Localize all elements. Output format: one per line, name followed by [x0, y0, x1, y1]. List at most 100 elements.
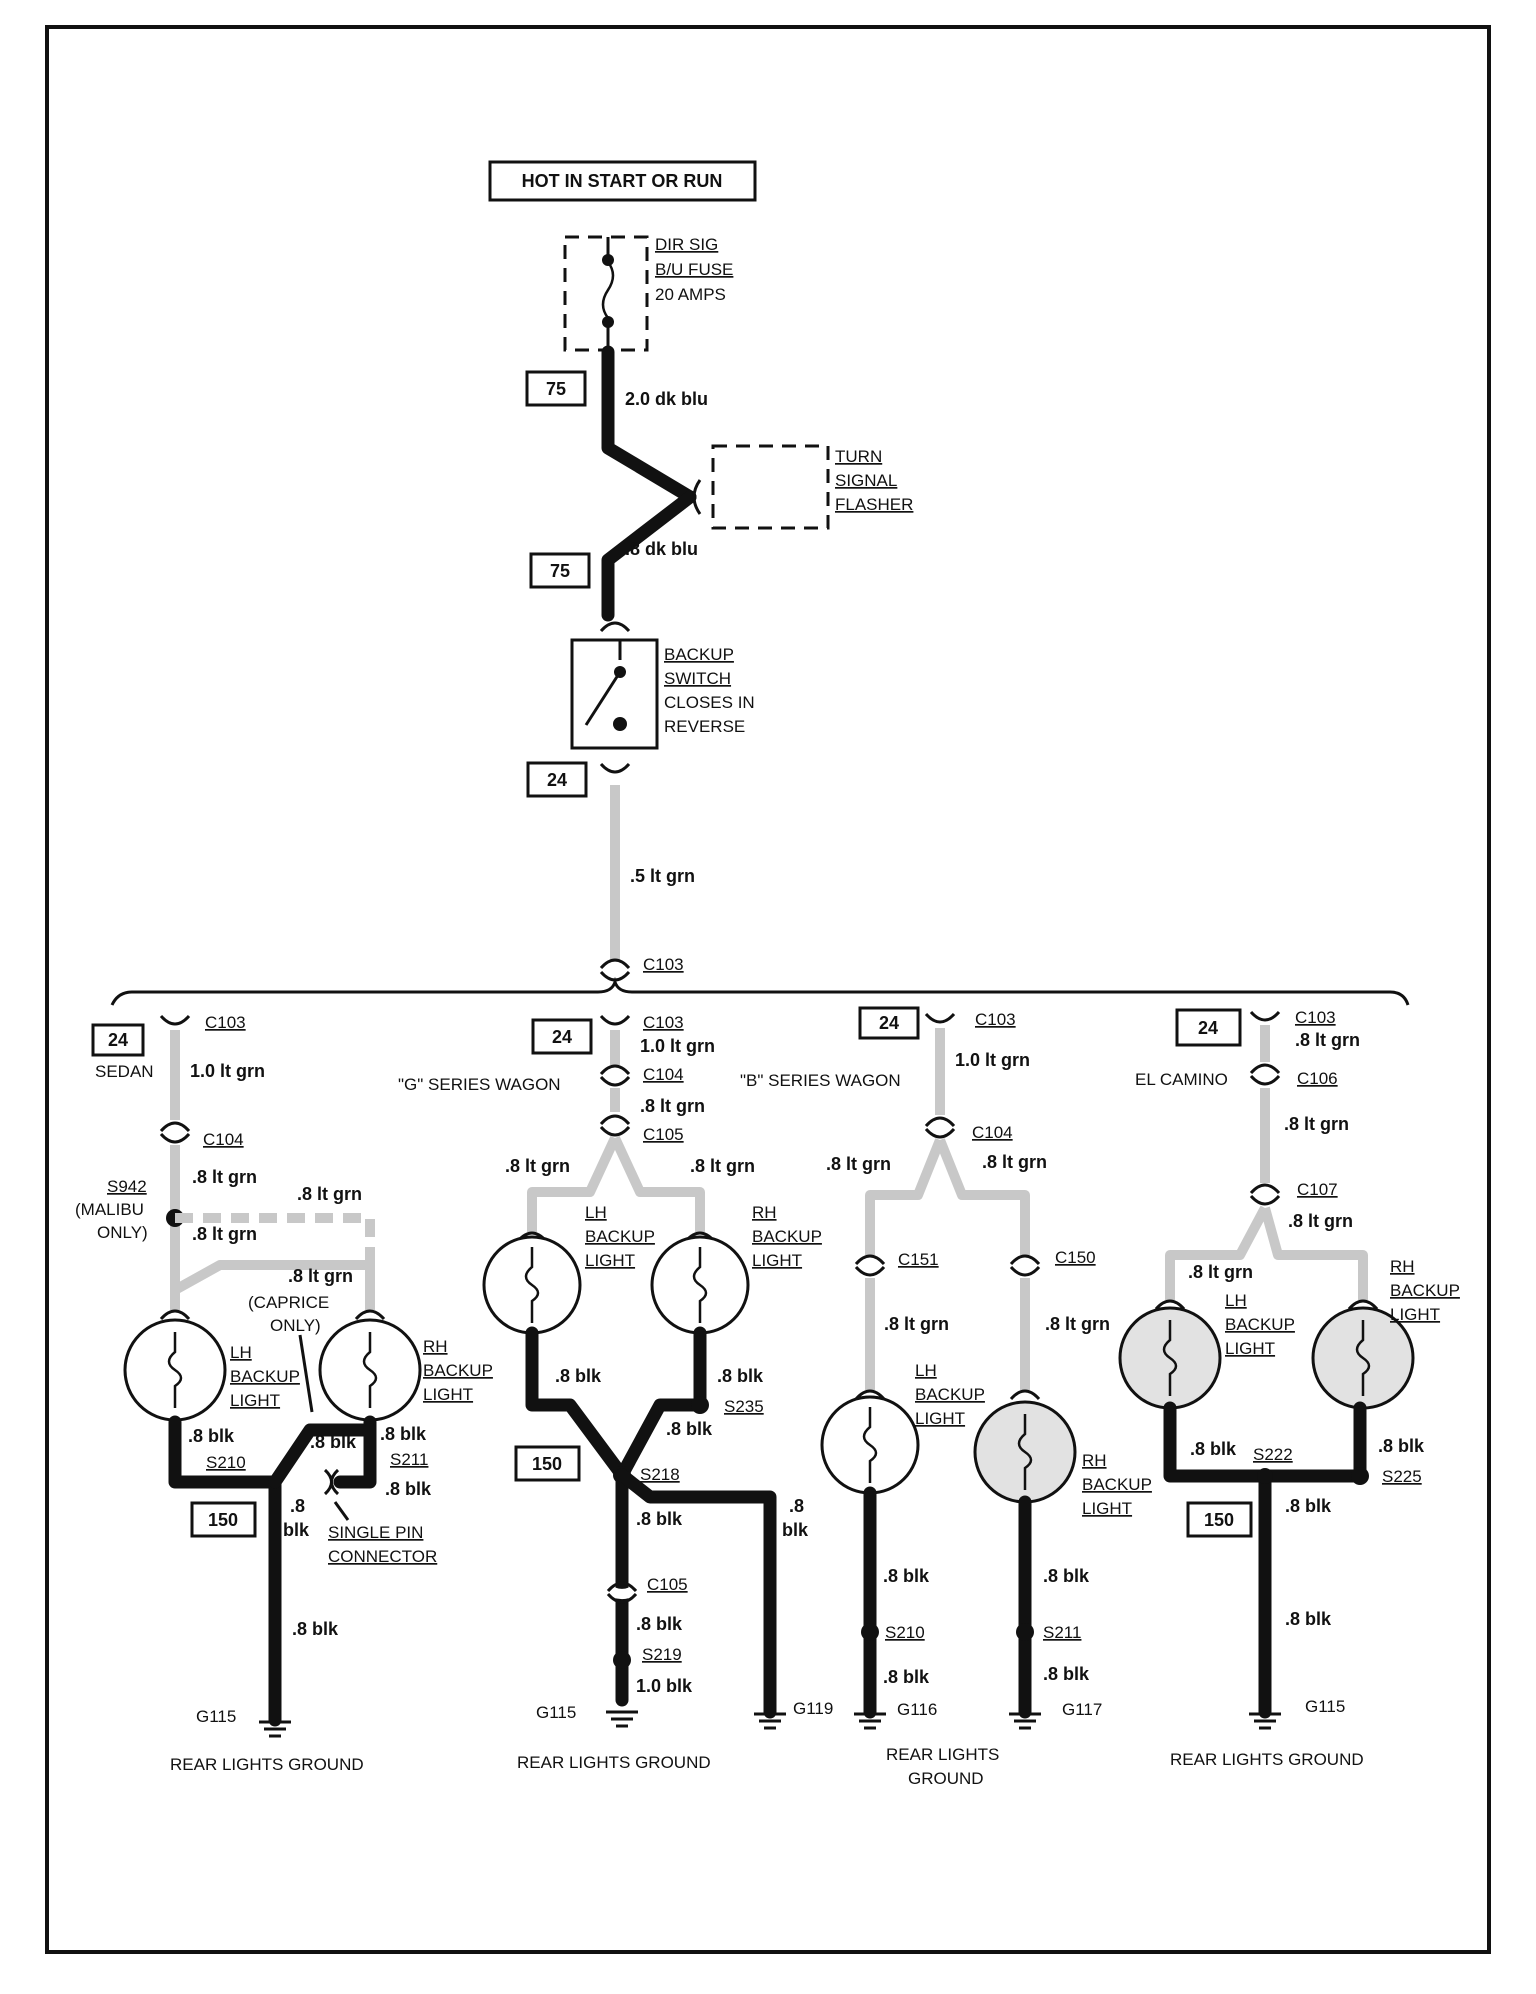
svg-text:S211: S211 [1043, 1623, 1081, 1642]
svg-text:G116: G116 [897, 1700, 937, 1719]
svg-text:.8 lt grn: .8 lt grn [192, 1167, 257, 1187]
svg-text:blk: blk [782, 1520, 809, 1540]
svg-text:BACKUP: BACKUP [1390, 1281, 1460, 1300]
flasher-label-3: FLASHER [835, 495, 913, 514]
svg-text:.8 blk: .8 blk [636, 1614, 683, 1634]
svg-text:C107: C107 [1297, 1180, 1338, 1199]
svg-text:.8 lt grn: .8 lt grn [1045, 1314, 1110, 1334]
svg-text:S218: S218 [640, 1465, 680, 1484]
svg-text:G119: G119 [793, 1699, 833, 1718]
svg-text:BACKUP: BACKUP [423, 1361, 493, 1380]
svg-text:.8 blk: .8 blk [1043, 1566, 1090, 1586]
svg-text:.8 blk: .8 blk [385, 1479, 432, 1499]
svg-text:.8 blk: .8 blk [1190, 1439, 1237, 1459]
page-ref-24-main [526, 761, 588, 798]
svg-text:RH: RH [423, 1337, 448, 1356]
connector-c103-main: C103 [643, 955, 684, 974]
switch-label-4: REVERSE [664, 717, 745, 736]
wire-label-0-5-lt-grn: .5 lt grn [630, 866, 695, 886]
svg-text:LH: LH [1225, 1291, 1247, 1310]
svg-text:.8 blk: .8 blk [1285, 1496, 1332, 1516]
svg-text:BACKUP: BACKUP [230, 1367, 300, 1386]
svg-text:.8 lt grn: .8 lt grn [1188, 1262, 1253, 1282]
svg-text:RH: RH [752, 1203, 777, 1222]
svg-text:BACKUP: BACKUP [585, 1227, 655, 1246]
svg-text:24: 24 [547, 770, 567, 790]
svg-text:.8 blk: .8 blk [883, 1667, 930, 1687]
svg-text:REAR LIGHTS GROUND: REAR LIGHTS GROUND [1170, 1750, 1364, 1769]
svg-text:.8 blk: .8 blk [1378, 1436, 1425, 1456]
svg-text:24: 24 [1198, 1018, 1218, 1038]
svg-text:1.0 lt grn: 1.0 lt grn [190, 1061, 265, 1081]
svg-text:G115: G115 [196, 1707, 236, 1726]
svg-text:S942: S942 [107, 1177, 147, 1196]
fuse-label-3: 20 AMPS [655, 285, 726, 304]
svg-text:"B" SERIES WAGON: "B" SERIES WAGON [740, 1071, 901, 1090]
svg-text:ONLY): ONLY) [97, 1223, 148, 1242]
svg-text:.8 lt grn: .8 lt grn [1295, 1030, 1360, 1050]
wire-2-0-dk-blu [601, 345, 697, 504]
svg-text:150: 150 [1204, 1510, 1234, 1530]
svg-text:.8 blk: .8 blk [666, 1419, 713, 1439]
b-wagon-section: 24 C103 1.0 lt grn "B" SERIES WAGON C104… [740, 1006, 1152, 1788]
svg-text:24: 24 [108, 1030, 128, 1050]
switch-label-2: SWITCH [664, 669, 731, 688]
svg-text:.8 lt grn: .8 lt grn [192, 1224, 257, 1244]
svg-text:.8 blk: .8 blk [380, 1424, 427, 1444]
svg-text:C150: C150 [1055, 1248, 1096, 1267]
svg-text:BACKUP: BACKUP [1082, 1475, 1152, 1494]
svg-text:.8 blk: .8 blk [292, 1619, 339, 1639]
svg-text:.8 lt grn: .8 lt grn [982, 1152, 1047, 1172]
svg-text:G117: G117 [1062, 1700, 1102, 1719]
backup-switch [570, 638, 659, 750]
svg-text:REAR LIGHTS: REAR LIGHTS [886, 1745, 999, 1764]
dir-sig-fuse [563, 235, 649, 352]
svg-text:S222: S222 [1253, 1445, 1293, 1464]
svg-text:.8 lt grn: .8 lt grn [826, 1154, 891, 1174]
svg-text:.8 lt grn: .8 lt grn [297, 1184, 362, 1204]
page-ref-75-a [525, 370, 587, 407]
svg-text:24: 24 [879, 1013, 899, 1033]
svg-text:.8: .8 [290, 1496, 305, 1516]
svg-text:C105: C105 [643, 1125, 684, 1144]
svg-text:G115: G115 [1305, 1697, 1345, 1716]
svg-text:C104: C104 [643, 1065, 684, 1084]
svg-text:.8 lt grn: .8 lt grn [690, 1156, 755, 1176]
svg-text:.8 lt grn: .8 lt grn [1284, 1114, 1349, 1134]
svg-text:LH: LH [230, 1343, 252, 1362]
svg-text:150: 150 [208, 1510, 238, 1530]
hot-label: HOT IN START OR RUN [522, 171, 723, 191]
svg-text:BACKUP: BACKUP [1225, 1315, 1295, 1334]
svg-text:.8 blk: .8 blk [636, 1509, 683, 1529]
svg-text:.8 blk: .8 blk [188, 1426, 235, 1446]
svg-text:.8 lt grn: .8 lt grn [640, 1096, 705, 1116]
svg-text:REAR LIGHTS GROUND: REAR LIGHTS GROUND [170, 1755, 364, 1774]
svg-text:S210: S210 [206, 1453, 246, 1472]
svg-text:BACKUP: BACKUP [915, 1385, 985, 1404]
svg-text:GROUND: GROUND [908, 1769, 984, 1788]
svg-text:C104: C104 [203, 1130, 244, 1149]
el-camino-section: 24 C103 .8 lt grn EL CAMINO C106 .8 lt g… [1118, 1008, 1460, 1769]
svg-text:RH: RH [1390, 1257, 1415, 1276]
svg-text:LIGHT: LIGHT [423, 1385, 473, 1404]
svg-text:LIGHT: LIGHT [1390, 1305, 1440, 1324]
svg-text:.8 lt grn: .8 lt grn [505, 1156, 570, 1176]
svg-text:C106: C106 [1297, 1069, 1338, 1088]
svg-text:"G" SERIES WAGON: "G" SERIES WAGON [398, 1075, 561, 1094]
page-border [45, 25, 1491, 1954]
svg-text:75: 75 [550, 561, 570, 581]
svg-text:C103: C103 [205, 1013, 246, 1032]
svg-text:blk: blk [283, 1520, 310, 1540]
variant-bracket [110, 976, 1410, 1006]
svg-text:LH: LH [585, 1203, 607, 1222]
svg-text:.8 blk: .8 blk [555, 1366, 602, 1386]
sedan-section: 24 C103 SEDAN 1.0 lt grn C104 .8 lt grn … [75, 1013, 493, 1774]
svg-text:75: 75 [546, 379, 566, 399]
wire-0-8-dk-blu [601, 490, 697, 622]
svg-text:.8: .8 [789, 1496, 804, 1516]
svg-text:C105: C105 [647, 1575, 688, 1594]
svg-text:LIGHT: LIGHT [752, 1251, 802, 1270]
svg-text:24: 24 [552, 1027, 572, 1047]
svg-text:REAR LIGHTS GROUND: REAR LIGHTS GROUND [517, 1753, 711, 1772]
